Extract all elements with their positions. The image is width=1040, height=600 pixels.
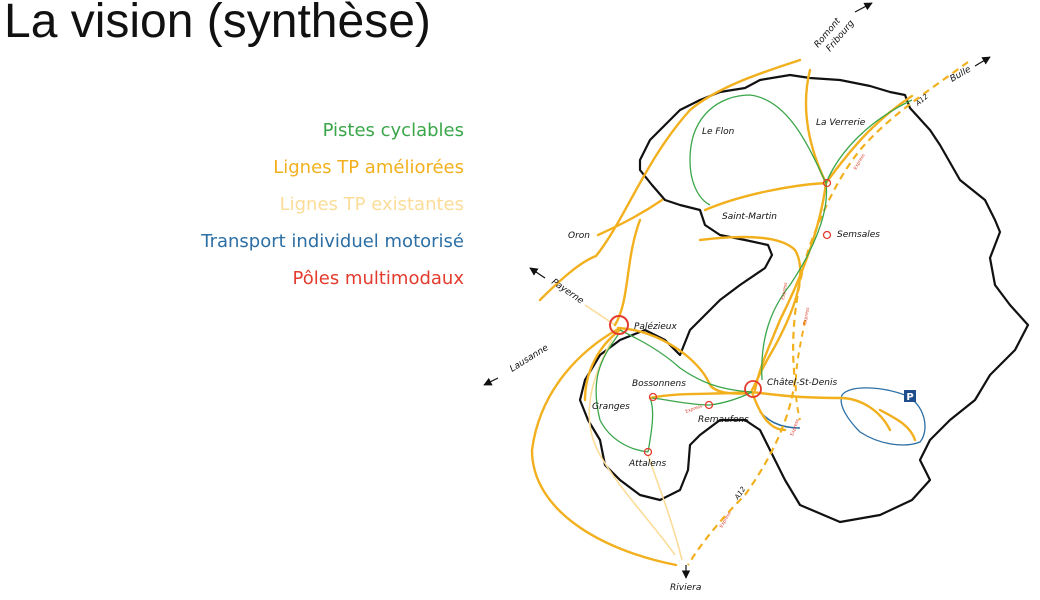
existing-line-attalens-riviera: [647, 454, 683, 561]
parking-icon: P: [904, 390, 916, 403]
hub-chatel: [744, 380, 762, 398]
label-remaufens: Remaufens: [698, 415, 749, 425]
label-a12-north: A12: [913, 92, 930, 108]
label-saint-martin: Saint-Martin: [722, 212, 777, 222]
label-express-3: Express: [802, 306, 811, 325]
motorized-lake-loop: [840, 387, 926, 446]
hub-palezieux: [609, 315, 629, 335]
label-la-verrerie: La Verrerie: [816, 118, 866, 128]
arrow-payerne: [529, 267, 546, 279]
arrow-romont: [854, 2, 873, 13]
label-lausanne: Lausanne: [508, 343, 550, 375]
label-express-4: Express: [685, 403, 704, 415]
legend-improved-pt-lines: Lignes TP améliorées: [273, 157, 464, 178]
label-granges: Granges: [592, 402, 630, 412]
arrow-bulle: [974, 56, 991, 67]
svg-text:P: P: [906, 392, 913, 403]
label-attalens: Attalens: [628, 459, 666, 469]
legend-motorized-transport: Transport individuel motorisé: [201, 231, 464, 252]
label-bossonnens: Bossonnens: [632, 379, 686, 389]
label-semsales: Semsales: [837, 230, 880, 240]
label-palezieux: Palézieux: [634, 321, 677, 332]
label-le-flon: Le Flon: [702, 127, 735, 137]
arrow-lausanne: [483, 377, 499, 386]
label-express-1: Express: [853, 152, 867, 171]
hub-bossonnens: [648, 392, 658, 402]
express-spur: [794, 319, 806, 421]
legend-bike-paths: Pistes cyclables: [322, 120, 464, 141]
a12-highway: [687, 61, 969, 566]
hub-remaufens: [704, 400, 714, 410]
multimodal-hubs: [609, 178, 832, 457]
label-oron: Oron: [568, 231, 590, 241]
bike-paths: [595, 94, 913, 453]
existing-line-palezieux-riviera: [588, 339, 676, 556]
label-chatel: Châtel-St-Denis: [767, 378, 837, 388]
legend-existing-pt-lines: Lignes TP existantes: [279, 194, 464, 215]
hub-semsales: [822, 230, 832, 240]
label-riviera: Riviera: [670, 583, 701, 593]
hub-attalens: [643, 447, 653, 457]
slide-title: La vision (synthèse): [4, 0, 431, 48]
label-express-2: Express: [780, 281, 789, 300]
label-bulle: Bulle: [949, 64, 974, 84]
label-payerne: Payerne: [549, 277, 585, 307]
region-boundary: [578, 73, 1030, 524]
hub-saint-martin: [822, 178, 832, 188]
legend: Pistes cyclables Lignes TP améliorées Li…: [201, 119, 464, 304]
legend-multimodal-hubs: Pôles multimodaux: [292, 268, 464, 289]
label-express-5: Express: [789, 418, 801, 437]
